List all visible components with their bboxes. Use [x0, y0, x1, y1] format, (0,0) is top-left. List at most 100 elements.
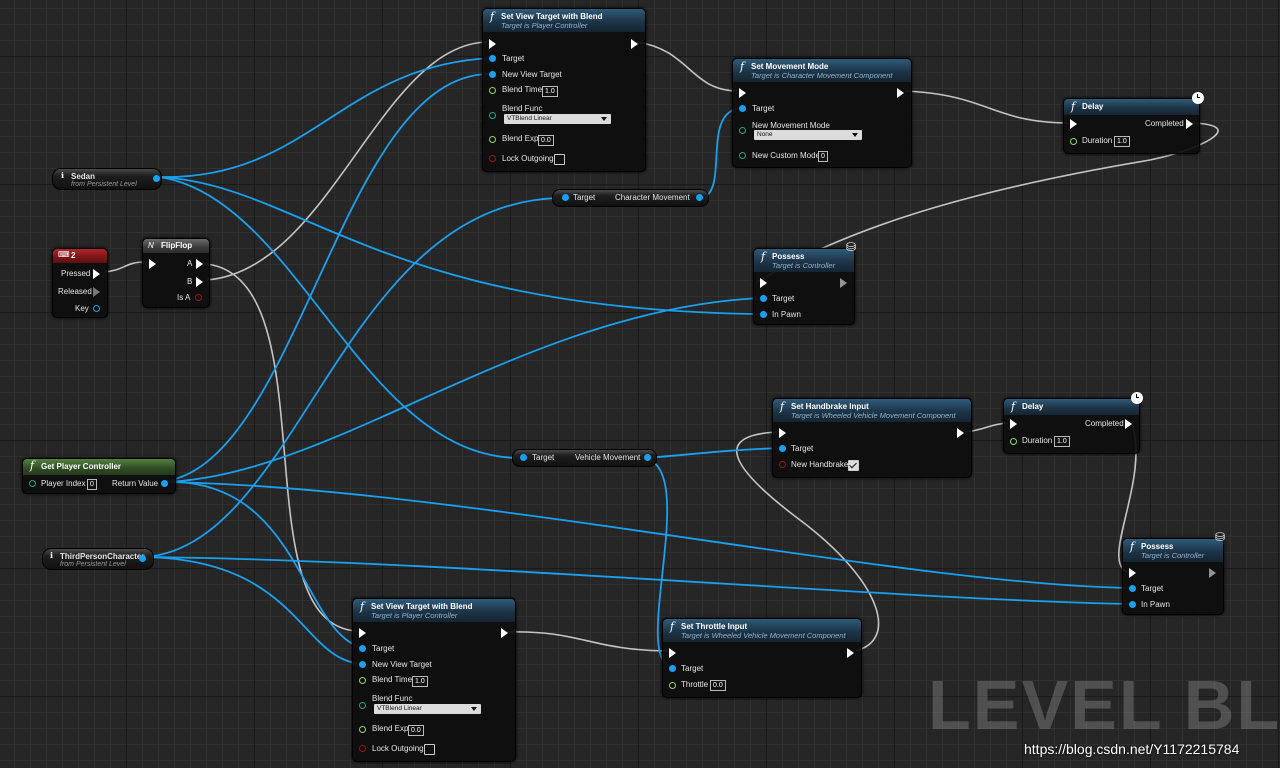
delay-node[interactable]: f Delay Completed Duration 1.0 [1063, 92, 1204, 154]
target-pin[interactable] [562, 194, 569, 201]
throttle-field[interactable]: 0.0 [710, 680, 726, 691]
blend-time-field[interactable]: 1.0 [412, 676, 428, 687]
character-movement-pin[interactable] [696, 194, 703, 201]
blend-exp-pin[interactable] [489, 136, 496, 143]
lock-outgoing-pin[interactable] [489, 155, 496, 162]
vehicle-movement-pin[interactable] [644, 454, 651, 461]
duration-pin[interactable] [1010, 438, 1017, 445]
target-pin[interactable] [779, 445, 786, 452]
player-index-field[interactable]: 0 [87, 479, 97, 490]
set-view-target-with-blend-node[interactable]: f Set View Target with Blend Target is P… [482, 8, 646, 172]
blend-exp-pin[interactable] [359, 726, 366, 733]
exec-in-pin[interactable] [149, 259, 156, 269]
set-view-target-with-blend-node[interactable]: f Set View Target with Blend Target is P… [352, 598, 516, 762]
get-player-controller-node[interactable]: f Get Player Controller Player Index 0 R… [22, 458, 176, 494]
target-pin[interactable] [520, 454, 527, 461]
key-pin[interactable] [93, 305, 100, 312]
exec-in-pin[interactable] [359, 628, 366, 638]
duration-pin[interactable] [1070, 138, 1077, 145]
blend-time-pin[interactable] [359, 677, 366, 684]
flipflop-node[interactable]: N FlipFlop A B Is A [142, 238, 210, 308]
node-header[interactable]: f Delay [1064, 99, 1199, 115]
lock-outgoing-checkbox[interactable] [554, 154, 565, 165]
node-header[interactable]: ⌨ 2 [53, 249, 107, 263]
node-header[interactable]: f Set Throttle Input Target is Wheeled V… [663, 619, 861, 642]
return-value-pin[interactable] [161, 480, 168, 487]
duration-field[interactable]: 1.0 [1114, 136, 1130, 147]
key-2-event-node[interactable]: ⌨ 2 Pressed Released Key [52, 248, 108, 318]
node-header[interactable]: f Get Player Controller [23, 459, 175, 475]
target-pin[interactable] [359, 645, 366, 652]
pressed-exec-pin[interactable] [93, 269, 100, 279]
target-pin[interactable] [669, 665, 676, 672]
target-pin[interactable] [760, 295, 767, 302]
exec-out-pin[interactable] [1209, 568, 1216, 578]
vehicle-movement-getter-node[interactable]: Target Vehicle Movement [512, 449, 657, 467]
exec-in-pin[interactable] [1129, 568, 1136, 578]
new-handbrake-pin[interactable] [779, 461, 786, 468]
exec-out-pin[interactable] [501, 628, 508, 638]
lock-outgoing-pin[interactable] [359, 745, 366, 752]
in-pawn-pin[interactable] [760, 311, 767, 318]
blend-exp-field[interactable]: 0.0 [408, 725, 424, 736]
node-header[interactable]: f Delay [1004, 399, 1139, 415]
exec-out-pin[interactable] [1125, 419, 1132, 429]
blend-func-pin[interactable] [489, 112, 496, 119]
blend-func-dropdown[interactable]: VTBlend Linear [374, 704, 481, 714]
lock-outgoing-checkbox[interactable] [424, 744, 435, 755]
blend-exp-field[interactable]: 0.0 [538, 135, 554, 146]
blend-func-dropdown[interactable]: VTBlend Linear [504, 114, 611, 124]
blend-time-pin[interactable] [489, 87, 496, 94]
movement-mode-dropdown[interactable]: None [754, 130, 862, 140]
exec-out-pin[interactable] [897, 88, 904, 98]
is-a-pin[interactable] [195, 294, 202, 301]
node-header[interactable]: f Set Handbrake Input Target is Wheeled … [773, 399, 971, 422]
possess-node[interactable]: f Possess Target is Controller ⛁ Target … [753, 240, 856, 325]
player-index-pin[interactable] [29, 480, 36, 487]
set-throttle-input-node[interactable]: f Set Throttle Input Target is Wheeled V… [662, 618, 862, 698]
target-pin[interactable] [489, 55, 496, 62]
exec-in-pin[interactable] [669, 648, 676, 658]
set-movement-mode-node[interactable]: f Set Movement Mode Target is Character … [732, 58, 912, 168]
blend-time-field[interactable]: 1.0 [542, 86, 558, 97]
exec-in-pin[interactable] [739, 88, 746, 98]
sedan-output-pin[interactable] [153, 175, 160, 182]
exec-out-pin[interactable] [957, 428, 964, 438]
duration-field[interactable]: 1.0 [1054, 436, 1070, 447]
possess-node[interactable]: f Possess Target is Controller ⛁ Target … [1122, 530, 1225, 615]
exec-in-pin[interactable] [489, 39, 496, 49]
target-pin[interactable] [1129, 585, 1136, 592]
released-exec-pin[interactable] [93, 287, 100, 297]
exec-in-pin[interactable] [779, 428, 786, 438]
new-view-target-pin[interactable] [489, 71, 496, 78]
character-movement-getter-node[interactable]: Target Character Movement [552, 189, 709, 207]
exec-out-pin[interactable] [631, 39, 638, 49]
exec-out-pin[interactable] [1186, 119, 1193, 129]
exec-out-pin[interactable] [840, 278, 847, 288]
exec-out-pin[interactable] [847, 648, 854, 658]
new-custom-mode-pin[interactable] [739, 152, 746, 159]
node-header[interactable]: f Set View Target with Blend Target is P… [353, 599, 515, 622]
new-custom-mode-field[interactable]: 0 [818, 151, 828, 162]
sedan-reference-node[interactable]: ℹ Sedan from Persistent Level [52, 168, 162, 190]
node-header[interactable]: f Set Movement Mode Target is Character … [733, 59, 911, 82]
exec-in-pin[interactable] [760, 278, 767, 288]
node-header[interactable]: f Set View Target with Blend Target is P… [483, 9, 645, 32]
b-exec-pin[interactable] [196, 277, 203, 287]
node-header[interactable]: f Possess Target is Controller [754, 249, 854, 272]
new-movement-mode-pin[interactable] [739, 127, 746, 134]
a-exec-pin[interactable] [196, 259, 203, 269]
new-view-target-pin[interactable] [359, 661, 366, 668]
delay-node[interactable]: f Delay Completed Duration 1.0 [1003, 392, 1143, 454]
node-header[interactable]: N FlipFlop [143, 239, 209, 253]
in-pawn-pin[interactable] [1129, 601, 1136, 608]
throttle-pin[interactable] [669, 682, 676, 689]
set-handbrake-input-node[interactable]: f Set Handbrake Input Target is Wheeled … [772, 398, 972, 478]
third-person-character-output-pin[interactable] [139, 555, 146, 562]
new-handbrake-checkbox[interactable] [848, 460, 859, 471]
exec-in-pin[interactable] [1010, 419, 1017, 429]
third-person-character-reference-node[interactable]: ℹ ThirdPersonCharacter from Persistent L… [42, 548, 154, 570]
exec-in-pin[interactable] [1070, 119, 1077, 129]
target-pin[interactable] [739, 105, 746, 112]
blend-func-pin[interactable] [359, 702, 366, 709]
